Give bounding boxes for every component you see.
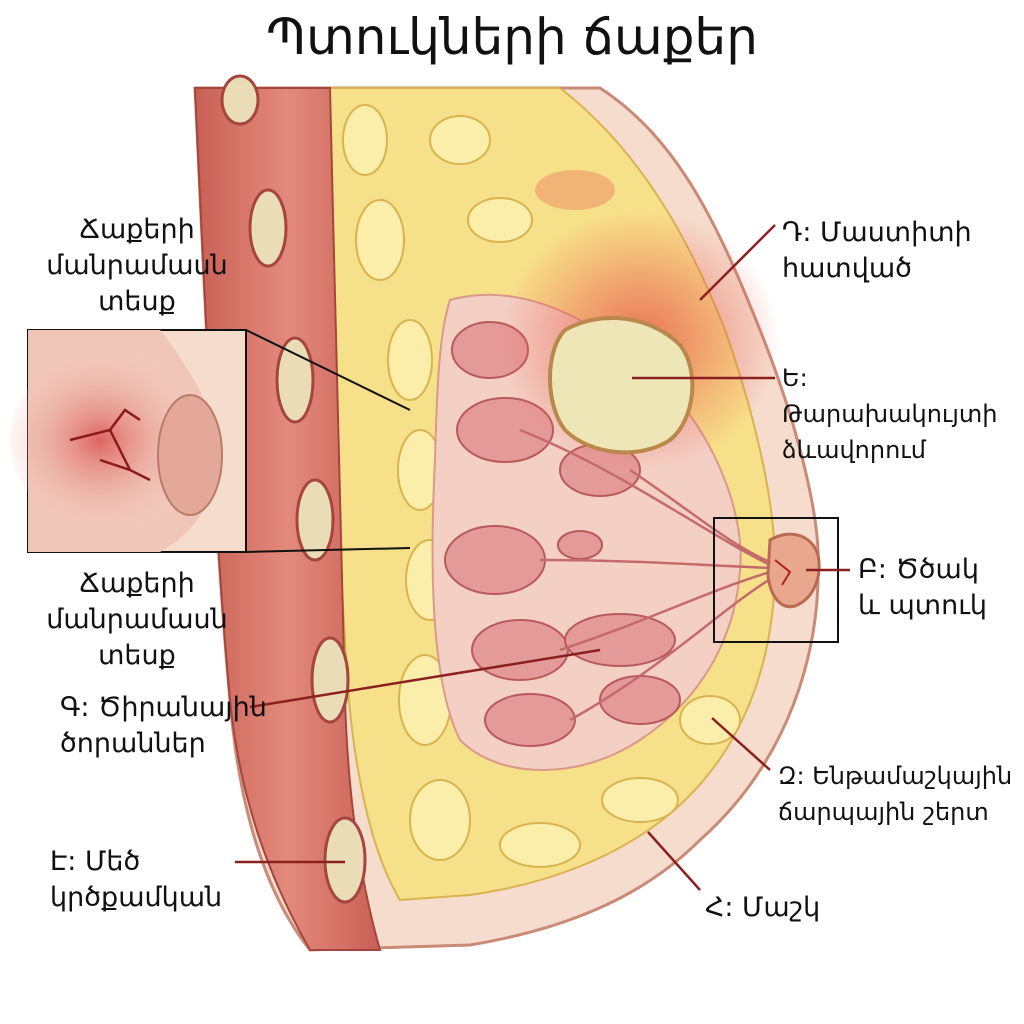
label-nipple-areola: Բ: Ծծակ և պտուկ [858, 552, 987, 624]
label-milk-ducts: Գ: Ծիրանային ծորաններ [60, 690, 267, 762]
abscess [550, 318, 692, 452]
inset-heading: Ճաքերի մանրամասն տեսք [28, 212, 246, 320]
label-subcutaneous-fat: Զ: Ենթամաշկային ճարպային շերտ [778, 758, 1012, 830]
label-pectoralis-major: Է: Մեծ կրծքամկան [50, 844, 222, 916]
inset-caption: Ճաքերի մանրամասն տեսք [28, 566, 246, 674]
label-abscess-formation: Ե: Թարախակույտի ձևավորում [782, 360, 1024, 468]
label-skin: Հ: Մաշկ [705, 890, 820, 926]
label-mastitis-section: Դ: Մաստիտի հատված [782, 215, 972, 287]
